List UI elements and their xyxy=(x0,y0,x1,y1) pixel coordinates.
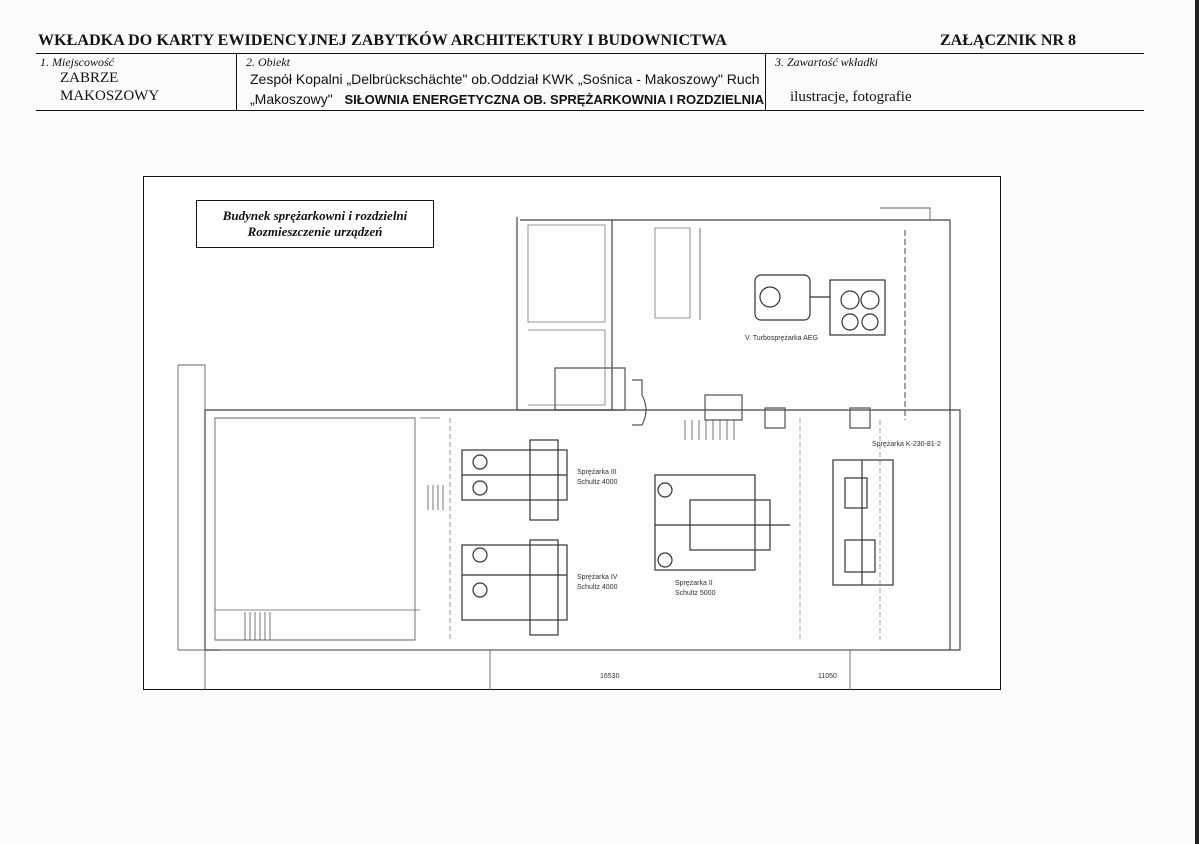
locality-line2: MAKOSZOWY xyxy=(60,88,160,104)
contents-value: ilustracje, fotografie xyxy=(790,89,912,105)
scan-edge xyxy=(1195,0,1199,844)
locality-line1: ZABRZE xyxy=(60,70,119,86)
locality-label: 1. Miejscowość xyxy=(40,55,114,69)
compressor-iii xyxy=(461,439,568,521)
header-rule-bottom xyxy=(36,110,1144,111)
object-line1: Zespół Kopalni „Delbrückschächte" ob.Odd… xyxy=(250,71,760,87)
field-divider-2 xyxy=(765,53,766,110)
upper-room-inner xyxy=(527,224,606,323)
plan-title-line2: Rozmieszczenie urządzeń xyxy=(247,224,383,239)
object-line2-prefix: „Makoszowy" xyxy=(250,91,333,107)
object-line2-bold: SIŁOWNIA ENERGETYCZNA OB. SPRĘŻARKOWNIA … xyxy=(344,92,765,107)
plan-title-line1: Budynek sprężarkowni i rozdzielni xyxy=(222,208,408,223)
document-title: WKŁADKA DO KARTY EWIDENCYJNEJ ZABYTKÓW A… xyxy=(38,32,727,49)
label-s4-a: Sprężarka IV xyxy=(577,574,618,581)
upper-room-outline xyxy=(516,217,613,411)
compressor-k230 xyxy=(832,459,894,586)
contents-label: 3. Zawartość wkładki xyxy=(775,55,879,69)
main-hall-outline xyxy=(204,409,961,651)
label-s4-b: Schultz 4000 xyxy=(577,584,618,591)
upper-wing-wall xyxy=(612,219,951,650)
label-turbo: V. Turbosprężarka AEG xyxy=(745,335,818,342)
label-dim1: 16530 xyxy=(600,673,620,680)
label-dim2: 11050 xyxy=(818,673,837,680)
stairs xyxy=(244,420,735,640)
annex-number: ZAŁĄCZNIK NR 8 xyxy=(940,32,1077,49)
label-s3-a: Sprężarka III xyxy=(577,469,617,476)
object-label: 2. Obiekt xyxy=(246,55,290,69)
plan-title-box: Budynek sprężarkowni i rozdzielni Rozmie… xyxy=(196,200,434,248)
compressor-ii xyxy=(654,474,790,571)
object-line2: „Makoszowy" SIŁOWNIA ENERGETYCZNA OB. SP… xyxy=(250,91,764,107)
floor-plan-frame xyxy=(143,176,1001,690)
label-k230: Sprężarka K-230-81-2 xyxy=(872,441,941,448)
compressor-iv xyxy=(461,539,568,636)
label-s3-b: Schultz 4000 xyxy=(577,479,618,486)
label-s2-b: Schultz 5000 xyxy=(675,590,716,597)
header-rule-top xyxy=(36,53,1144,54)
label-s2-a: Sprężarka II xyxy=(675,580,713,587)
turbo-compressor xyxy=(754,274,886,336)
field-divider-1 xyxy=(236,53,237,110)
